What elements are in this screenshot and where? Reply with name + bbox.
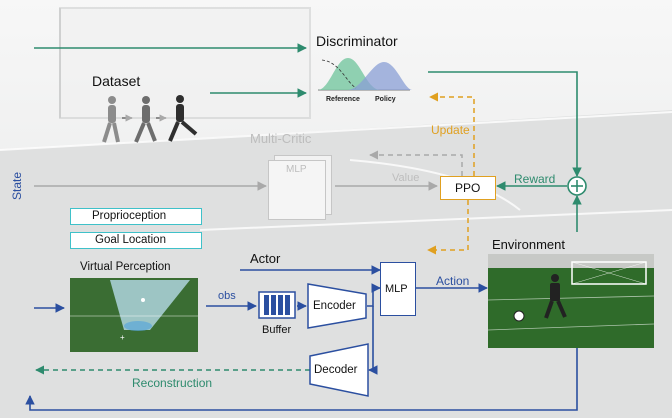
encoder-block (307, 283, 367, 329)
discriminator-boundary (321, 59, 357, 89)
reward-label: Reward (514, 172, 556, 186)
obs-label: obs (218, 290, 236, 302)
state-label: State (10, 171, 24, 200)
environment-goal (571, 261, 647, 285)
action-label: Action (436, 274, 470, 288)
proprioception-label: Proprioception (92, 210, 167, 222)
actor-mlp-box (380, 262, 416, 316)
humanoid-figure-3 (168, 95, 198, 142)
dataset-motion-figures (102, 95, 198, 143)
encoder-to-decoder-arrow (368, 306, 378, 375)
ppo-box (440, 176, 496, 200)
ppo-to-critic-update-arrow (369, 150, 463, 176)
buffer-label: Buffer (262, 324, 292, 336)
humanoid-figure-1 (102, 96, 120, 143)
discriminator-title: Discriminator (316, 33, 398, 49)
proprioception-box (70, 208, 202, 225)
ppo-to-discriminator-update-arrow (429, 92, 475, 176)
virtual-perception-label: Virtual Perception (80, 261, 171, 273)
decoder-label: Decoder (314, 364, 358, 376)
multi-critic-title: Multi-Critic (250, 131, 312, 146)
soccer-ball (513, 310, 525, 322)
environment-to-state-arrow (25, 348, 578, 411)
perception-cone (110, 280, 190, 330)
virtual-perception-scene: + (70, 278, 198, 352)
policy-curve (348, 62, 412, 90)
svg-text:+: + (120, 333, 125, 342)
policy-label: Policy (375, 96, 396, 103)
dataset-title: Dataset (92, 73, 141, 89)
background-goal (59, 7, 311, 119)
reference-label: Reference (326, 96, 360, 103)
ppo-to-actor-update-arrow (427, 200, 469, 255)
actor-mlp-label: MLP (385, 283, 408, 295)
environment-scene (487, 254, 655, 348)
encoder-label: Encoder (313, 300, 356, 312)
reconstruction-label: Reconstruction (132, 376, 213, 390)
goal-location-box (70, 232, 202, 249)
update-label: Update (431, 123, 470, 137)
goal-location-label: Goal Location (95, 234, 166, 246)
environment-label: Environment (492, 237, 565, 252)
decoder-block (309, 343, 369, 397)
ppo-label: PPO (455, 181, 481, 195)
buffer-icon (258, 291, 296, 319)
robot-figure (544, 274, 567, 319)
discriminator-to-sum-arrow (428, 71, 582, 177)
actor-title: Actor (250, 251, 281, 266)
critic-mlp-label: MLP (286, 164, 307, 175)
critic-mlp-card (268, 160, 326, 220)
humanoid-figure-2 (134, 96, 157, 143)
encoder-to-mlp-arrow (367, 283, 381, 307)
value-label: Value (392, 172, 420, 184)
discriminator-plot (318, 58, 412, 91)
